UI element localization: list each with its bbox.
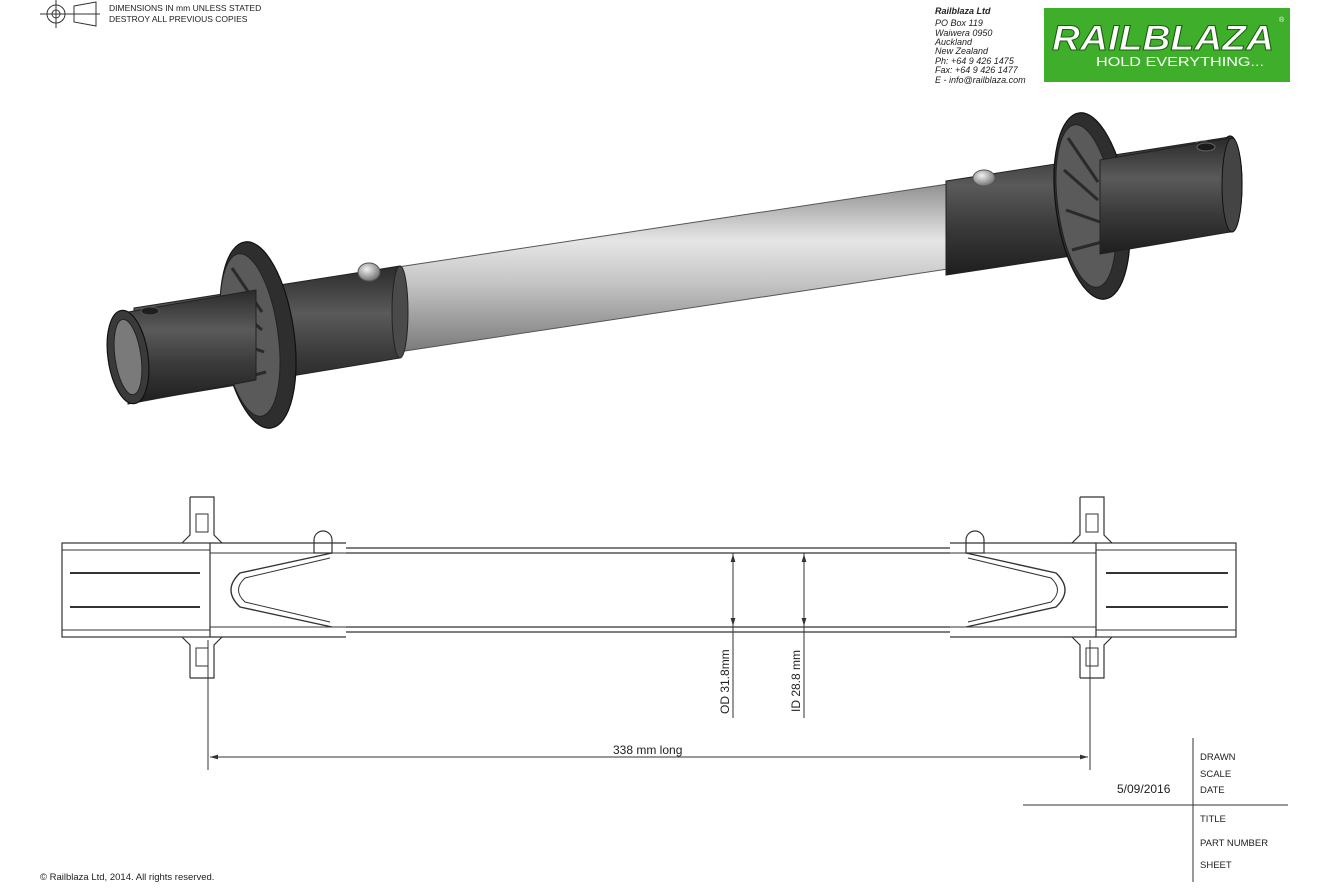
- logo-tagline: HOLD EVERYTHING...: [1096, 54, 1264, 69]
- dimension-length: 338 mm long: [207, 640, 1091, 770]
- copyright-notice: © Railblaza Ltd, 2014. All rights reserv…: [40, 872, 214, 883]
- dimension-od: OD 31.8mm: [718, 553, 736, 718]
- aluminium-tube: [397, 180, 969, 353]
- title-block: DRAWN SCALE DATE 5/09/2016 TITLE PART NU…: [1023, 738, 1288, 882]
- company-address: Railblaza Ltd PO Box 119 Waiwera 0950 Au…: [934, 6, 1026, 85]
- title-block-label: PART NUMBER: [1200, 838, 1268, 849]
- length-label: 338 mm long: [613, 743, 682, 757]
- title-block-label: DRAWN: [1200, 752, 1236, 763]
- logo-background: [1044, 8, 1290, 82]
- id-label: ID 28.8 mm: [789, 650, 803, 712]
- company-name: Railblaza Ltd: [935, 6, 991, 16]
- address-line: E - info@railblaza.com: [935, 75, 1026, 85]
- left-pin-hole: [140, 306, 160, 316]
- product-3d-render: [106, 112, 1243, 429]
- address-line: PO Box 119: [935, 18, 983, 28]
- od-label: OD 31.8mm: [718, 649, 732, 714]
- right-lock-button: [972, 169, 996, 187]
- cross-section-view: [61, 496, 1237, 679]
- address-line: Auckland: [934, 37, 973, 47]
- title-block-label: SCALE: [1200, 769, 1231, 780]
- header-note-copies: DESTROY ALL PREVIOUS COPIES: [109, 14, 248, 24]
- address-line: Fax: +64 9 426 1477: [935, 65, 1019, 75]
- header-note-dimensions: DIMENSIONS IN mm UNLESS STATED: [109, 3, 261, 13]
- date-value: 5/09/2016: [1117, 782, 1171, 796]
- title-block-label: DATE: [1200, 785, 1225, 796]
- address-line: Waiwera 0950: [935, 28, 992, 38]
- logo-registered-mark: ®: [1279, 16, 1285, 24]
- address-line: Ph: +64 9 426 1475: [935, 56, 1015, 66]
- title-block-label: SHEET: [1200, 860, 1232, 871]
- logo-wordmark: RAILBLAZA: [1052, 19, 1274, 58]
- address-line: New Zealand: [935, 46, 989, 56]
- title-block-label: TITLE: [1200, 814, 1226, 825]
- railblaza-logo: RAILBLAZA ® HOLD EVERYTHING...: [1044, 8, 1290, 82]
- left-lock-button: [357, 262, 381, 282]
- dimension-id: ID 28.8 mm: [789, 553, 807, 718]
- projection-symbol-icon: [40, 0, 100, 28]
